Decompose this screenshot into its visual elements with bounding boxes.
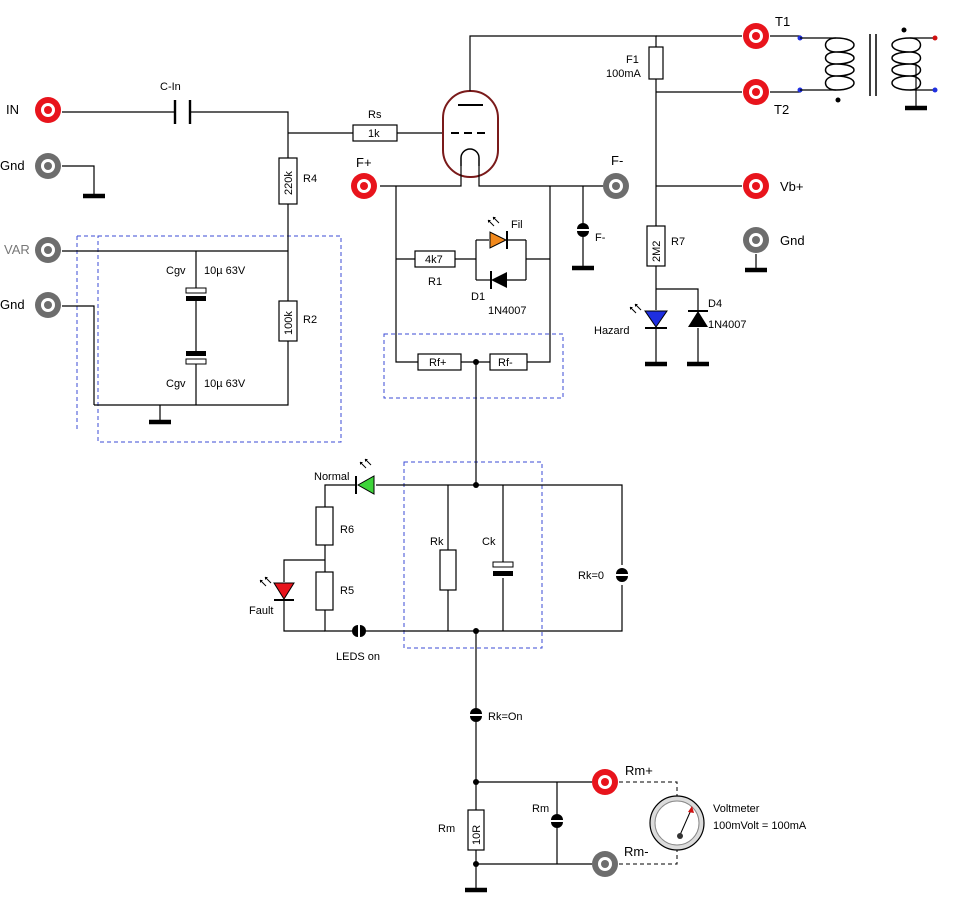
in-jack[interactable]	[35, 97, 61, 123]
f-minus-jack[interactable]	[603, 173, 629, 199]
rf-minus-label: Rf-	[498, 357, 513, 369]
gnd-label-top: Gnd	[0, 158, 25, 173]
output-transformer	[770, 27, 938, 109]
fil-label: Fil	[511, 219, 523, 231]
leds-on-label: LEDS on	[336, 651, 380, 663]
f1-value: 100mA	[606, 68, 642, 80]
rk-on-label: Rk=On	[488, 711, 523, 723]
fault-label: Fault	[249, 605, 273, 617]
rf-plus-resistor	[417, 353, 462, 371]
d1-value: 1N4007	[488, 305, 527, 317]
fault-led	[273, 582, 295, 600]
ck-label: Ck	[482, 536, 496, 548]
cathode-section: Rk=0 Rk Ck Normal R6 R5 Fault LEDS on	[249, 458, 628, 810]
rm-res-label: Rm	[438, 823, 455, 835]
d4-diode	[688, 311, 708, 327]
measure-section: 10R Rm Rm Rm+ Rm- Voltmeter 100mVolt = 1…	[438, 763, 807, 890]
anode-section: F1 100mA T1 T2 Vb+ Gnd	[594, 14, 938, 364]
vacuum-tube	[442, 90, 499, 178]
voltmeter-label: Voltmeter	[713, 803, 760, 815]
r4-resistor	[278, 157, 298, 205]
t2-label: T2	[774, 102, 789, 117]
rs-label: Rs	[368, 109, 382, 121]
d4-label: D4	[708, 298, 722, 310]
t1-jack[interactable]	[743, 23, 769, 49]
rm-plus-label: Rm+	[625, 763, 653, 778]
input-section: IN Gnd VAR Gnd C-In Rs 1k 220k R4	[0, 81, 445, 422]
r7-label: R7	[671, 236, 685, 248]
cgv-top-value: 10µ 63V	[204, 265, 246, 277]
r6-resistor	[315, 506, 334, 546]
rf-minus-resistor	[489, 353, 528, 371]
cgv-box	[97, 235, 342, 443]
rf-box	[383, 333, 564, 399]
in-label: IN	[6, 102, 19, 117]
cgv-bot-label: Cgv	[166, 378, 186, 390]
gnd-label-var: Gnd	[0, 297, 25, 312]
t1-label: T1	[775, 14, 790, 29]
gnd-label-right: Gnd	[780, 233, 805, 248]
rm-plus-jack[interactable]	[592, 769, 618, 795]
f-plus-label: F+	[356, 155, 372, 170]
d4-value: 1N4007	[708, 319, 747, 331]
rf-plus-label: Rf+	[429, 357, 446, 369]
voltmeter-scale: 100mVolt = 100mA	[713, 820, 807, 832]
r1-value: 4k7	[425, 254, 443, 266]
t2-jack[interactable]	[743, 79, 769, 105]
r5-label: R5	[340, 585, 354, 597]
c-in-label: C-In	[160, 81, 181, 93]
cgv-top-label: Cgv	[166, 265, 186, 277]
rm-value: 10R	[471, 825, 483, 845]
r1-label: R1	[428, 276, 442, 288]
r4-label: R4	[303, 173, 317, 185]
normal-label: Normal	[314, 471, 349, 483]
f1-label: F1	[626, 54, 639, 66]
rk-label: Rk	[430, 536, 444, 548]
f-minus-label: F-	[611, 153, 623, 168]
vb-plus-jack[interactable]	[743, 173, 769, 199]
rk0-label: Rk=0	[578, 570, 604, 582]
gnd-jack-right[interactable]	[743, 227, 769, 253]
r2-label: R2	[303, 314, 317, 326]
r5-resistor	[315, 571, 334, 611]
gnd-jack-var[interactable]	[35, 292, 61, 318]
r1-resistor	[414, 250, 456, 268]
r2-resistor	[278, 300, 298, 342]
f-plus-jack[interactable]	[351, 173, 377, 199]
cgv-bot-value: 10µ 63V	[204, 378, 246, 390]
r7-value: 2M2	[651, 241, 663, 262]
rm-minus-label: Rm-	[624, 844, 649, 859]
rm-switch-label: Rm	[532, 803, 549, 815]
gnd-jack-top[interactable]	[35, 153, 61, 179]
rk-box	[403, 461, 543, 649]
rs-value: 1k	[368, 128, 380, 140]
filament-section: F+ F- F- 4k7 R1 Fil D1 1N4007	[351, 153, 629, 485]
fil-led	[489, 231, 508, 249]
f1-fuse	[648, 46, 664, 80]
voltmeter	[649, 795, 705, 851]
d1-diode	[491, 272, 507, 288]
r6-label: R6	[340, 524, 354, 536]
rm-minus-jack[interactable]	[592, 851, 618, 877]
var-jack[interactable]	[35, 237, 61, 263]
vb-plus-label: Vb+	[780, 179, 804, 194]
dashed-boxes	[76, 235, 564, 649]
r4-value: 220k	[283, 171, 295, 195]
var-label: VAR	[4, 242, 30, 257]
f-minus-small-label: F-	[595, 232, 606, 244]
normal-led	[356, 475, 375, 495]
rk-resistor	[439, 549, 457, 591]
r2-value: 100k	[283, 311, 295, 335]
rm-resistor	[467, 809, 485, 851]
d1-label: D1	[471, 291, 485, 303]
hazard-led	[644, 310, 668, 328]
hazard-label: Hazard	[594, 325, 629, 337]
